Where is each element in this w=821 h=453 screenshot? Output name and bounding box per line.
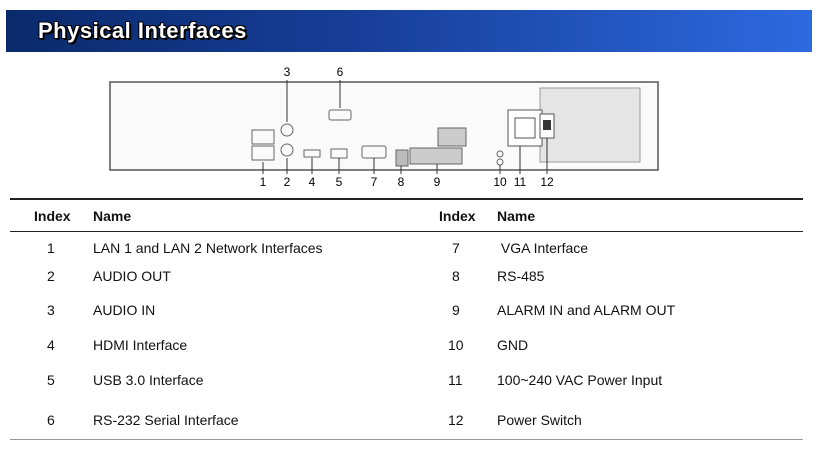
row-index: 11 <box>448 372 463 388</box>
table-bottom-rule <box>10 439 803 440</box>
row-name: RS-485 <box>497 268 545 284</box>
power-input-pins <box>514 117 536 139</box>
hdmi-port <box>303 149 321 158</box>
callout-label: 6 <box>337 65 344 79</box>
callout-label: 5 <box>336 175 343 188</box>
row-name: Power Switch <box>497 412 582 428</box>
row-index: 6 <box>47 412 55 428</box>
callout-label: 9 <box>434 175 441 188</box>
row-index: 4 <box>47 337 55 353</box>
row-index: 10 <box>448 337 464 353</box>
row-index: 1 <box>47 240 55 256</box>
row-index: 8 <box>452 268 460 284</box>
col-header-index: Index <box>439 208 476 224</box>
lan2-port <box>251 145 275 161</box>
row-name: USB 3.0 Interface <box>93 372 204 388</box>
gnd-screw <box>496 150 504 158</box>
row-index: 9 <box>452 302 460 318</box>
table-top-rule <box>10 198 803 200</box>
row-index: 7 <box>452 240 460 256</box>
row-name: HDMI Interface <box>93 337 188 353</box>
audio-out-jack <box>280 143 294 157</box>
row-index: 12 <box>448 412 464 428</box>
row-name: GND <box>497 337 529 353</box>
row-name: AUDIO OUT <box>93 268 171 284</box>
callout-label: 11 <box>514 175 527 188</box>
callout-label: 10 <box>493 175 507 188</box>
callout-label: 12 <box>540 175 554 188</box>
row-index: 2 <box>47 268 55 284</box>
row-name: LAN 1 and LAN 2 Network Interfaces <box>93 240 323 256</box>
rear-panel-svg: 3 6 1 2 4 5 7 8 9 10 11 12 <box>109 65 659 189</box>
title-banner: Physical Interfaces <box>6 10 812 52</box>
col-header-index: Index <box>34 208 71 224</box>
vent-grid <box>539 87 641 163</box>
audio-in-jack <box>280 123 294 137</box>
alarm-out-terminal <box>437 127 467 147</box>
callout-label: 7 <box>371 175 378 188</box>
callout-label: 3 <box>284 65 291 79</box>
row-name: AUDIO IN <box>93 302 156 318</box>
rear-panel-diagram: 3 6 1 2 4 5 7 8 9 10 11 12 <box>0 58 821 189</box>
row-name: 100~240 VAC Power Input <box>497 372 663 388</box>
row-name: RS-232 Serial Interface <box>93 412 239 428</box>
alarm-in-terminal <box>409 147 463 165</box>
callout-label: 8 <box>398 175 405 188</box>
rs232-port <box>328 109 352 121</box>
row-name: ALARM IN and ALARM OUT <box>497 302 676 318</box>
row-index: 5 <box>47 372 55 388</box>
col-header-name: Name <box>93 208 132 224</box>
lan1-port <box>251 129 275 145</box>
callout-label: 1 <box>260 175 267 188</box>
col-header-name: Name <box>497 208 536 224</box>
callout-label: 2 <box>284 175 291 188</box>
power-input-socket <box>507 109 543 147</box>
table-header-rule <box>10 231 803 232</box>
row-index: 3 <box>47 302 55 318</box>
callout-label: 4 <box>309 175 316 188</box>
power-switch-rocker <box>543 120 551 130</box>
page-title: Physical Interfaces <box>38 18 247 43</box>
row-name: VGA Interface <box>497 240 589 256</box>
rs485-terminal <box>395 149 409 167</box>
